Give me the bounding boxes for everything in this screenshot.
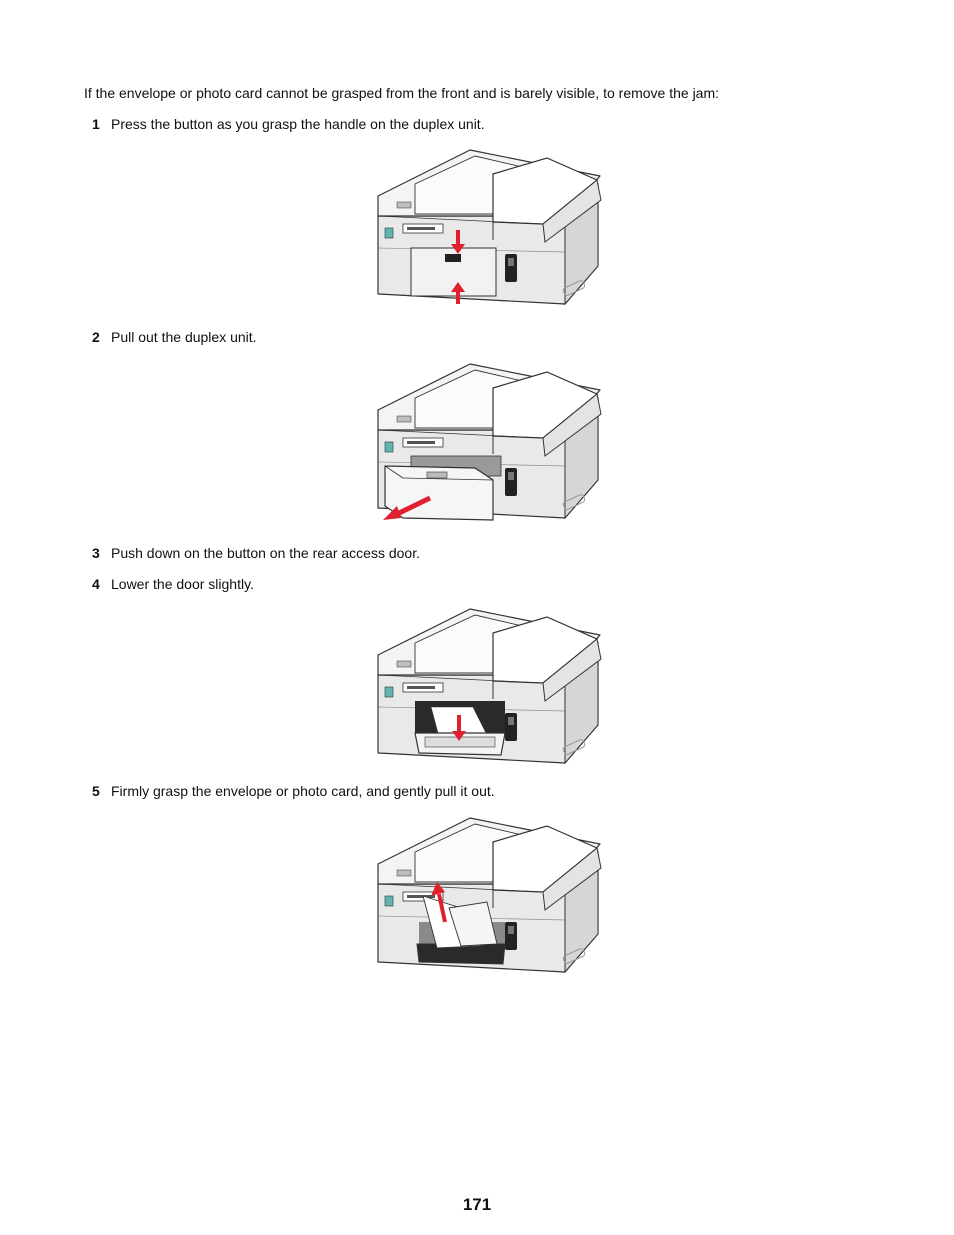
- printer-pull-out-envelope-illustration: [375, 812, 605, 977]
- step-number: 4: [92, 576, 100, 592]
- step-number: 1: [92, 116, 100, 132]
- step-4: 4 Lower the door slightly.: [92, 575, 254, 593]
- step-number: 2: [92, 329, 100, 345]
- intro-paragraph: If the envelope or photo card cannot be …: [84, 85, 720, 101]
- printer-pull-out-duplex-illustration: [375, 358, 605, 523]
- step-text: Pull out the duplex unit.: [111, 329, 257, 345]
- step-number: 3: [92, 545, 100, 561]
- printer-rear-press-button-illustration: [375, 144, 605, 309]
- step-text: Press the button as you grasp the handle…: [111, 116, 485, 132]
- step-text: Lower the door slightly.: [111, 576, 254, 592]
- step-text: Firmly grasp the envelope or photo card,…: [111, 783, 495, 799]
- step-number: 5: [92, 783, 100, 799]
- page-number: 171: [462, 1195, 492, 1214]
- step-2: 2 Pull out the duplex unit.: [92, 328, 257, 346]
- printer-drawing: [377, 149, 602, 306]
- step-1: 1 Press the button as you grasp the handl…: [92, 115, 485, 133]
- step-5: 5 Firmly grasp the envelope or photo card…: [92, 782, 495, 800]
- printer-drawing: [377, 608, 602, 765]
- printer-drawing: [377, 363, 602, 521]
- step-3: 3 Push down on the button on the rear acc…: [92, 544, 420, 562]
- printer-drawing: [377, 817, 602, 974]
- printer-lower-door-illustration: [375, 603, 605, 768]
- step-text: Push down on the button on the rear acce…: [111, 545, 420, 561]
